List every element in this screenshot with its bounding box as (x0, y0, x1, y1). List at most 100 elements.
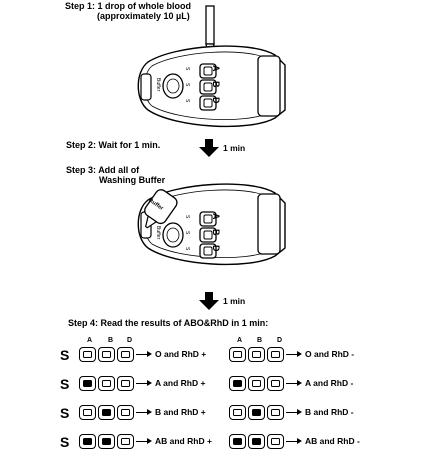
left-well-group (79, 405, 134, 420)
device2-s-mark-1: S (184, 215, 190, 219)
test-device-2 (137, 183, 286, 266)
right-col-header-b: B (257, 337, 263, 344)
positive-band (83, 438, 92, 445)
device2-well-b-label: B (211, 229, 221, 236)
left-well-b (98, 347, 115, 362)
left-well-b (98, 405, 115, 420)
down-arrow-1 (199, 139, 219, 157)
negative-band (271, 380, 280, 387)
right-well-a (229, 376, 246, 391)
left-result-label: B and RhD + (155, 407, 206, 417)
result-row: S B and RhD + B and RhD - (60, 404, 400, 422)
step1-text: Step 1: 1 drop of whole blood (65, 1, 191, 11)
right-result-arrow (286, 351, 302, 357)
right-col-header-d: D (277, 337, 283, 344)
procedure-illustration (137, 5, 286, 310)
negative-band (121, 438, 130, 445)
test-device-1 (137, 45, 286, 128)
device1-s-mark-2: S (184, 83, 190, 87)
device1-s-mark-3: S (184, 99, 190, 103)
negative-band (271, 409, 280, 416)
positive-band (233, 438, 242, 445)
positive-band (252, 438, 261, 445)
right-col-header-a: A (237, 337, 243, 344)
left-well-group (79, 434, 134, 449)
right-well-group (229, 405, 284, 420)
step4-text: Step 4: Read the results of ABO&RhD in 1… (68, 318, 268, 328)
negative-band (233, 409, 242, 416)
right-well-d (267, 347, 284, 362)
right-result-label: B and RhD - (305, 407, 354, 417)
left-well-group (79, 347, 134, 362)
negative-band (83, 351, 92, 358)
left-well-b (98, 376, 115, 391)
buffer-bottle-icon (144, 189, 178, 229)
right-result-arrow (286, 409, 302, 415)
device2-side-label: Buffer (155, 226, 161, 240)
step3-line2: Washing Buffer (99, 175, 166, 185)
right-well-d (267, 434, 284, 449)
step2-label: Step 2: (66, 140, 97, 150)
sample-s-label: S (60, 405, 70, 421)
device2-well-a-label: A (211, 213, 221, 220)
left-col-header-a: A (87, 337, 93, 344)
right-well-group (229, 347, 284, 362)
device1-s-mark-1: S (184, 67, 190, 71)
step3-text: Step 3: Add all of (66, 165, 139, 175)
step2-instruction: Wait for 1 min. (98, 140, 161, 150)
right-well-a (229, 434, 246, 449)
negative-band (121, 380, 130, 387)
right-result-arrow (286, 438, 302, 444)
positive-band (102, 409, 111, 416)
right-result-label: A and RhD - (305, 378, 354, 388)
negative-band (83, 409, 92, 416)
right-well-group (229, 434, 284, 449)
device2-well-d-label: D (211, 245, 221, 252)
negative-band (121, 409, 130, 416)
right-well-d (267, 405, 284, 420)
right-well-b (248, 347, 265, 362)
negative-band (102, 380, 111, 387)
left-result-arrow (136, 409, 152, 415)
negative-band (271, 351, 280, 358)
left-well-d (117, 405, 134, 420)
device2-s-mark-3: S (184, 247, 190, 251)
sample-s-label: S (60, 347, 70, 363)
step1-line1: 1 drop of whole blood (97, 1, 192, 11)
right-well-b (248, 434, 265, 449)
step4-instruction: Read the results of ABO&RhD in 1 min: (100, 318, 269, 328)
right-result-arrow (286, 380, 302, 386)
arrow1-time-label: 1 min (223, 143, 246, 153)
left-well-a (79, 434, 96, 449)
step1-label: Step 1: (65, 1, 96, 11)
left-well-d (117, 434, 134, 449)
step2-text: Step 2: Wait for 1 min. (66, 140, 160, 150)
positive-band (252, 409, 261, 416)
right-well-b (248, 405, 265, 420)
device1-well-b-label: B (211, 81, 221, 88)
step3-label: Step 3: (66, 165, 97, 175)
step1-line2: (approximately 10 µL) (97, 11, 190, 21)
negative-band (271, 438, 280, 445)
step4-label: Step 4: (68, 318, 99, 328)
left-well-d (117, 347, 134, 362)
left-col-header-b: B (108, 337, 114, 344)
negative-band (252, 351, 261, 358)
left-well-b (98, 434, 115, 449)
left-well-a (79, 376, 96, 391)
arrow2-time-label: 1 min (223, 296, 246, 306)
left-result-label: O and RhD + (155, 349, 207, 359)
positive-band (102, 438, 111, 445)
left-result-arrow (136, 438, 152, 444)
device1-well-a-label: A (211, 65, 221, 72)
step3-line1: Add all of (98, 165, 140, 175)
left-result-label: AB and RhD + (155, 436, 212, 446)
right-well-a (229, 405, 246, 420)
device2-s-mark-2: S (184, 231, 190, 235)
right-well-b (248, 376, 265, 391)
negative-band (252, 380, 261, 387)
sample-s-label: S (60, 376, 70, 392)
left-well-group (79, 376, 134, 391)
